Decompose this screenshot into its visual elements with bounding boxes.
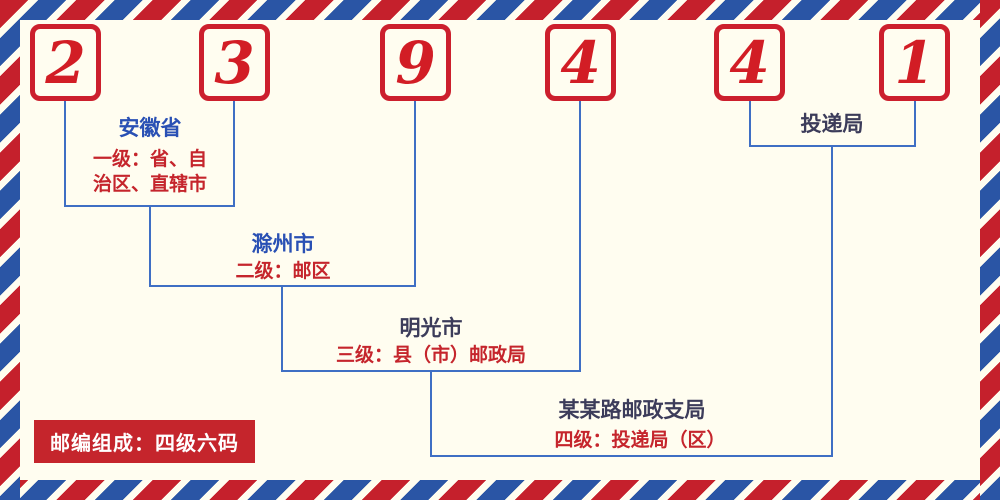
digit-box-5: 4 bbox=[714, 24, 785, 101]
connector-line bbox=[914, 101, 916, 145]
digit-box-4: 4 bbox=[545, 24, 616, 101]
connector-line bbox=[579, 101, 581, 370]
connector-line bbox=[414, 101, 416, 285]
label-level3-desc: 三级：县（市）邮政局 bbox=[335, 344, 527, 366]
label-level3-name: 明光市 bbox=[399, 316, 463, 340]
label-level1-name: 安徽省 bbox=[118, 116, 182, 140]
connector-line bbox=[281, 285, 283, 370]
label-level1-desc-line2: 治区、直辖市 bbox=[92, 173, 208, 195]
postcode-composition-badge: 邮编组成：四级六码 bbox=[34, 420, 255, 463]
label-level2-desc: 二级：邮区 bbox=[235, 260, 331, 282]
label-level4-name: 某某路邮政支局 bbox=[558, 398, 706, 422]
connector-line bbox=[749, 101, 751, 145]
label-level2-name: 滁州市 bbox=[251, 232, 315, 256]
digit-box-3: 9 bbox=[380, 24, 451, 101]
airmail-border-bottom bbox=[0, 480, 1000, 500]
airmail-border-right bbox=[980, 0, 1000, 500]
digit-box-6: 1 bbox=[879, 24, 950, 101]
connector-line bbox=[233, 101, 235, 205]
digit-4: 4 bbox=[560, 28, 601, 97]
label-level4-desc: 四级：投递局（区） bbox=[554, 429, 726, 451]
digit-1: 2 bbox=[45, 28, 86, 97]
label-delivery-bureau: 投递局 bbox=[800, 112, 864, 136]
digit-6: 1 bbox=[894, 28, 935, 97]
digit-2: 3 bbox=[214, 28, 255, 97]
digit-box-2: 3 bbox=[199, 24, 270, 101]
connector-line bbox=[831, 145, 833, 455]
label-level1-desc-line1: 一级：省、自 bbox=[92, 148, 208, 170]
airmail-border-left bbox=[0, 0, 20, 500]
digit-3: 9 bbox=[395, 28, 436, 97]
connector-line bbox=[64, 101, 66, 205]
connector-line bbox=[149, 205, 151, 285]
airmail-border-top bbox=[0, 0, 1000, 20]
connector-line bbox=[430, 455, 833, 457]
digit-5: 4 bbox=[729, 28, 770, 97]
digit-box-1: 2 bbox=[30, 24, 101, 101]
connector-line bbox=[430, 370, 432, 455]
